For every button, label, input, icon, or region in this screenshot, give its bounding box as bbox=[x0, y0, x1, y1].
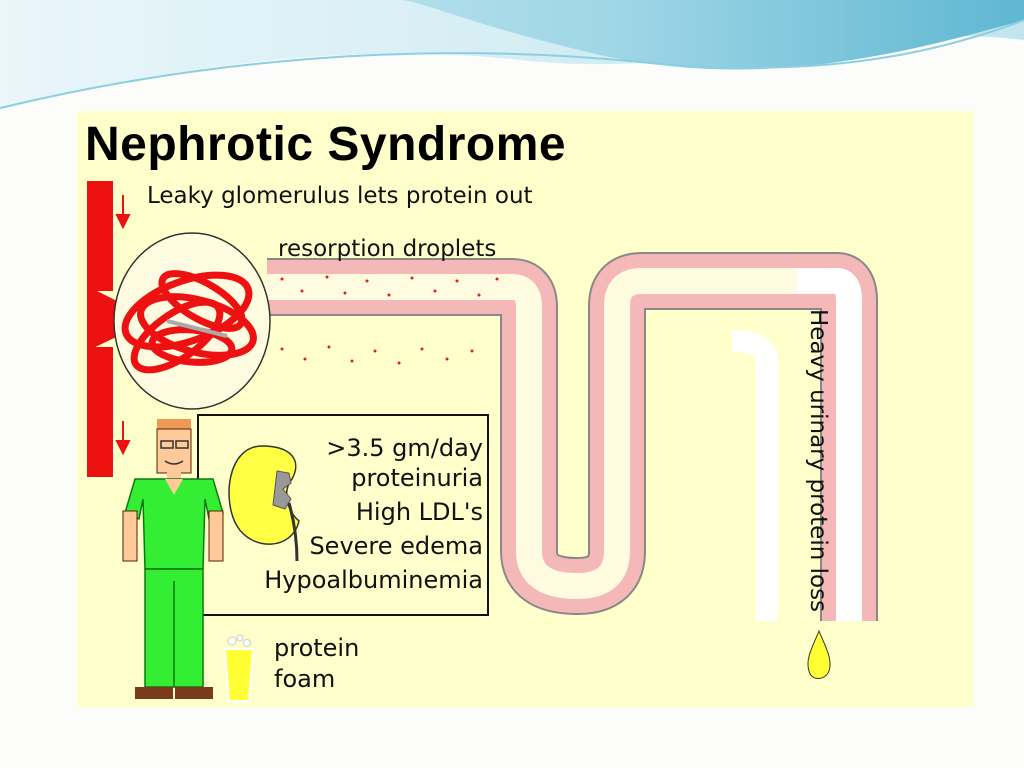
diagram-artwork bbox=[87, 181, 878, 702]
urine-glass-icon bbox=[223, 634, 255, 702]
banner-wave-line bbox=[0, 19, 1024, 109]
finding-proteinuria-amount: >3.5 gm/day bbox=[326, 434, 483, 462]
label-urinary-protein-loss: Heavy urinary protein loss bbox=[805, 309, 831, 613]
banner-wave-main bbox=[0, 0, 1024, 70]
label-foam-line-1: protein bbox=[274, 634, 360, 662]
patient-icon bbox=[122, 419, 224, 699]
blood-flow-arrow-icon bbox=[115, 195, 131, 456]
page-title: Nephrotic Syndrome bbox=[85, 118, 567, 171]
renal-tubule bbox=[267, 252, 878, 621]
finding-severe-edema: Severe edema bbox=[309, 532, 483, 560]
nephrotic-diagram-panel: Nephrotic Syndrome Leaky glomerulus lets… bbox=[77, 111, 973, 707]
urine-drop-icon bbox=[807, 629, 831, 679]
finding-high-ldl: High LDL's bbox=[355, 498, 483, 526]
kidney-icon bbox=[228, 445, 300, 562]
finding-proteinuria: proteinuria bbox=[351, 464, 483, 492]
label-foam-line-2: foam bbox=[274, 665, 336, 693]
label-protein-foam: protein foam bbox=[274, 633, 359, 695]
blood-vessel bbox=[87, 181, 137, 477]
label-resorption-droplets: resorption droplets bbox=[278, 236, 497, 262]
glomerulus-icon bbox=[113, 232, 271, 410]
finding-hypoalbuminemia: Hypoalbuminemia bbox=[264, 566, 483, 594]
resorption-droplets bbox=[280, 275, 499, 365]
clinical-findings-list: >3.5 gm/day proteinuria High LDL's Sever… bbox=[243, 433, 483, 599]
label-leaky-glomerulus: Leaky glomerulus lets protein out bbox=[147, 183, 533, 209]
